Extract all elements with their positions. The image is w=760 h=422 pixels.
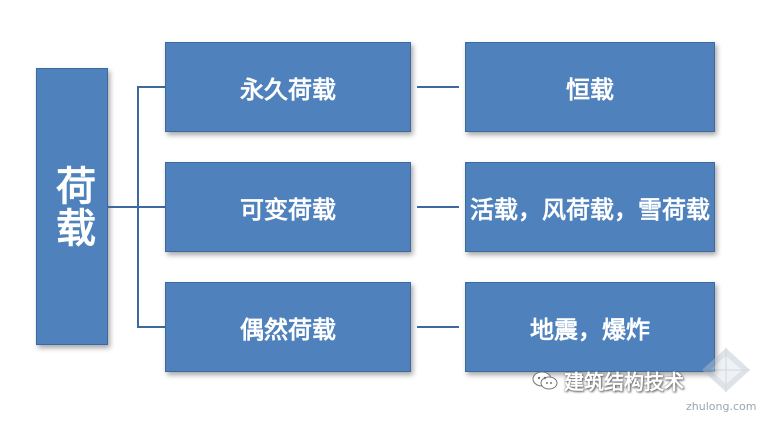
- category-node-variable: 可变荷载: [165, 162, 411, 252]
- example-node-variable: 活载，风荷载，雪荷载: [465, 162, 715, 252]
- category-node-permanent: 永久荷载: [165, 42, 411, 132]
- category-label: 偶然荷载: [240, 315, 336, 344]
- bracket-branch-3: [137, 326, 165, 328]
- category-node-accidental: 偶然荷载: [165, 282, 411, 372]
- bracket-branch-2: [137, 206, 165, 208]
- example-label: 活载，风荷载，雪荷载: [470, 195, 710, 224]
- root-label: 荷载: [49, 164, 95, 249]
- zhulong-logo-icon: [702, 348, 750, 392]
- example-node-permanent: 恒载: [465, 42, 715, 132]
- link-line-3: [417, 326, 459, 328]
- watermark: 建筑结构技术: [532, 366, 684, 395]
- watermark-text: 建筑结构技术: [564, 370, 684, 394]
- link-line-1: [417, 86, 459, 88]
- wechat-icon: [532, 371, 558, 389]
- link-line-2: [417, 206, 459, 208]
- example-label: 地震，爆炸: [530, 315, 650, 344]
- watermark-url: zhulong.com: [686, 400, 757, 413]
- root-node: 荷载: [36, 68, 108, 345]
- bracket-branch-1: [137, 86, 165, 88]
- example-label: 恒载: [566, 75, 614, 104]
- root-connector: [108, 206, 138, 208]
- category-label: 永久荷载: [240, 75, 336, 104]
- example-node-accidental: 地震，爆炸: [465, 282, 715, 372]
- category-label: 可变荷载: [240, 195, 336, 224]
